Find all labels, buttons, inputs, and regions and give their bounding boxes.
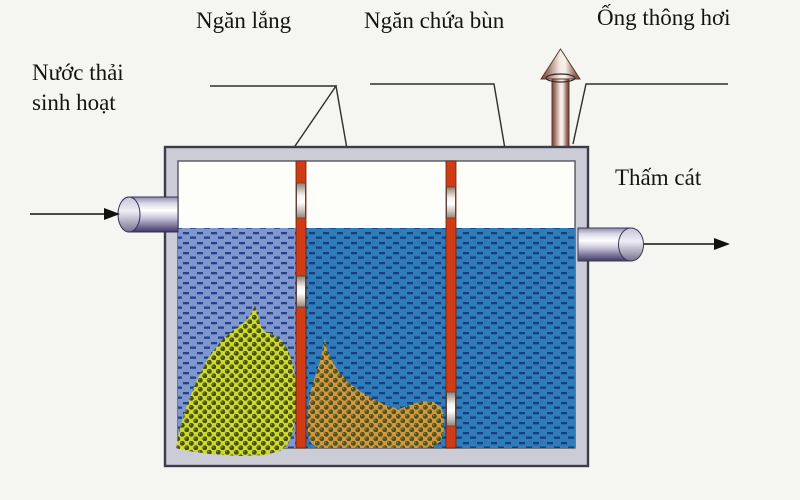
baffle-1 (295, 160, 307, 449)
leader-line-vent-pipe (572, 83, 728, 145)
leader-line-settling-chamber (210, 85, 338, 150)
label-vent-pipe: Ống thông hơi (597, 5, 731, 30)
label-sludge-chamber: Ngăn chứa bùn (364, 8, 505, 33)
baffle-2-slot-lower (446, 391, 456, 427)
inlet-arrow-icon (30, 208, 120, 220)
inlet-pipe (117, 196, 179, 233)
vent-pipe-collar (545, 73, 576, 83)
label-settling-chamber: Ngăn lắng (196, 8, 292, 33)
sludge-mound-settling (176, 305, 296, 456)
baffle-1-slot-upper (296, 182, 306, 219)
outlet-compartment-water (446, 228, 575, 448)
label-domestic-wastewater-line2: sinh hoạt (32, 90, 116, 115)
vent-up-arrow-icon (540, 48, 581, 80)
leader-line-settling-chamber-2 (335, 85, 348, 150)
label-domestic-wastewater: Nước thải sinh hoạt (32, 58, 124, 118)
vent-pipe (540, 48, 581, 153)
label-domestic-wastewater-line1: Nước thải (32, 60, 124, 85)
baffle-2-slot-upper (446, 186, 456, 219)
leader-line-sludge-chamber (370, 83, 506, 150)
outlet-pipe (577, 227, 644, 262)
label-sand-filter: Thấm cát (615, 165, 702, 190)
baffle-1-slot-lower (296, 275, 306, 308)
outlet-arrow-icon (644, 238, 730, 250)
sludge-mound-storage (308, 338, 444, 448)
baffle-2 (445, 160, 457, 449)
